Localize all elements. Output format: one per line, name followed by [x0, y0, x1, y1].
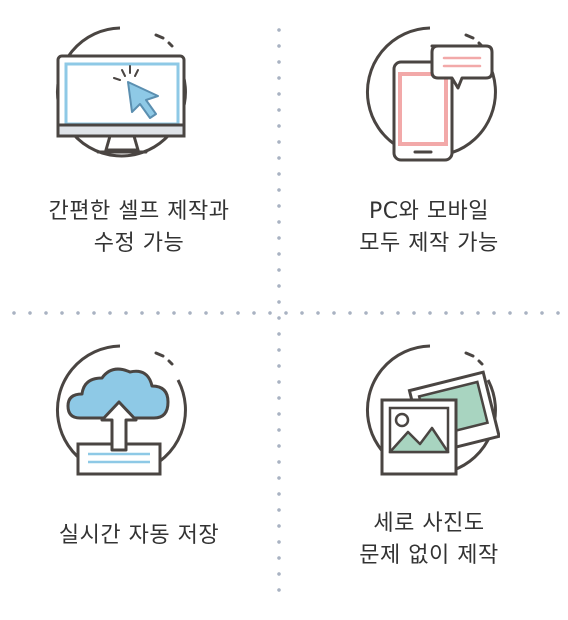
- feature-portrait-photos: 세로 사진도 문제 없이 제작: [290, 320, 568, 620]
- feature-autosave: 실시간 자동 저장: [0, 320, 278, 620]
- photos-icon: [365, 344, 500, 476]
- feature-pc-mobile: PC와 모바일 모두 제작 가능: [290, 0, 568, 300]
- feature-caption: 간편한 셀프 제작과 수정 가능: [48, 199, 230, 256]
- smartphone-chat-icon: [365, 26, 497, 162]
- monitor-cursor-icon: [55, 26, 187, 158]
- cloud-upload-icon: [55, 344, 187, 476]
- feature-caption: PC와 모바일 모두 제작 가능: [359, 199, 499, 256]
- feature-caption: 세로 사진도 문제 없이 제작: [359, 511, 499, 568]
- feature-caption: 실시간 자동 저장: [58, 523, 220, 548]
- horizontal-dotted-divider: [6, 311, 562, 315]
- feature-self-edit: 간편한 셀프 제작과 수정 가능: [0, 0, 278, 300]
